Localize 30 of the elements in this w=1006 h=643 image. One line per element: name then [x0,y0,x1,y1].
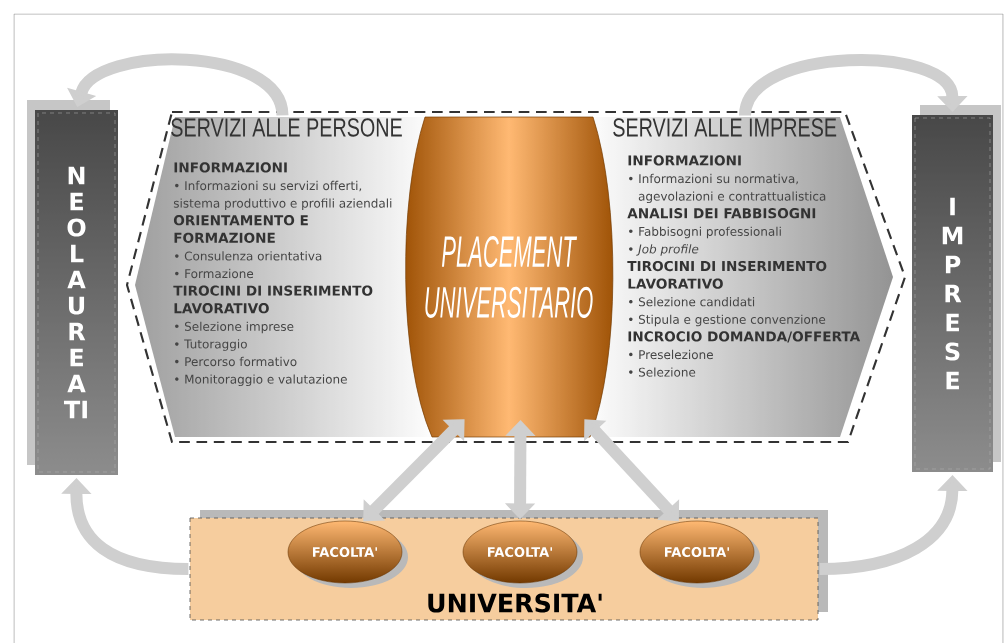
band-heading: SERVIZI ALLE PERSONE [171,118,402,137]
block-arrow [739,54,968,117]
bullet-item: • Fabbisogni professionali [629,226,781,239]
section-heading: INCROCIO DOMANDA/OFFERTA [628,331,861,343]
section-heading: TIROCINI DI INSERIMENTO LAVORATIVO [173,285,373,314]
dashed-hexagon [125,110,907,444]
bullet-item: • Informazioni su normativa, agevolazioni e contrattualistica [629,173,826,204]
block-arrow [363,419,465,522]
bullet-item: • Formazione [175,268,254,279]
bullet-item: • Preselezione [629,349,713,360]
section-heading: TIROCINI DI INSERIMENTO LAVORATIVO [627,260,827,289]
bullet-item: • Selezione imprese [175,321,294,334]
band-heading: SERVIZI ALLE IMPRESE [613,118,837,137]
bullet-item: • Informazioni su servizi offerti, sistema produttivo e profili aziendali [173,180,392,211]
bullet-item: • Selezione [629,367,696,377]
section-heading: ANALISI DEI FABBISOGNI [627,208,816,219]
bullet-item: • Job profile [629,244,699,256]
section-heading: ORIENTAMENTO E FORMAZIONE [173,215,308,243]
block-arrow [61,478,189,575]
pillar-box: IMPRESE [912,105,1001,472]
pillar-box: NEOLAUREATI [27,100,118,475]
bullet-item: • Stipula e gestione convenzione [629,314,826,327]
section-heading: INFORMAZIONI [174,162,287,173]
block-arrow [584,419,680,522]
section-heading: INFORMAZIONI [628,155,741,166]
bullet-item: • Percorso formativo [175,356,297,367]
bullet-item: • Monitoraggio e valutazione [175,374,347,387]
bullet-item: • Tutoraggio [175,339,247,351]
bullet-item: • Consulenza orientativa [175,251,322,261]
bullet-item: • Selezione candidati [629,297,755,307]
